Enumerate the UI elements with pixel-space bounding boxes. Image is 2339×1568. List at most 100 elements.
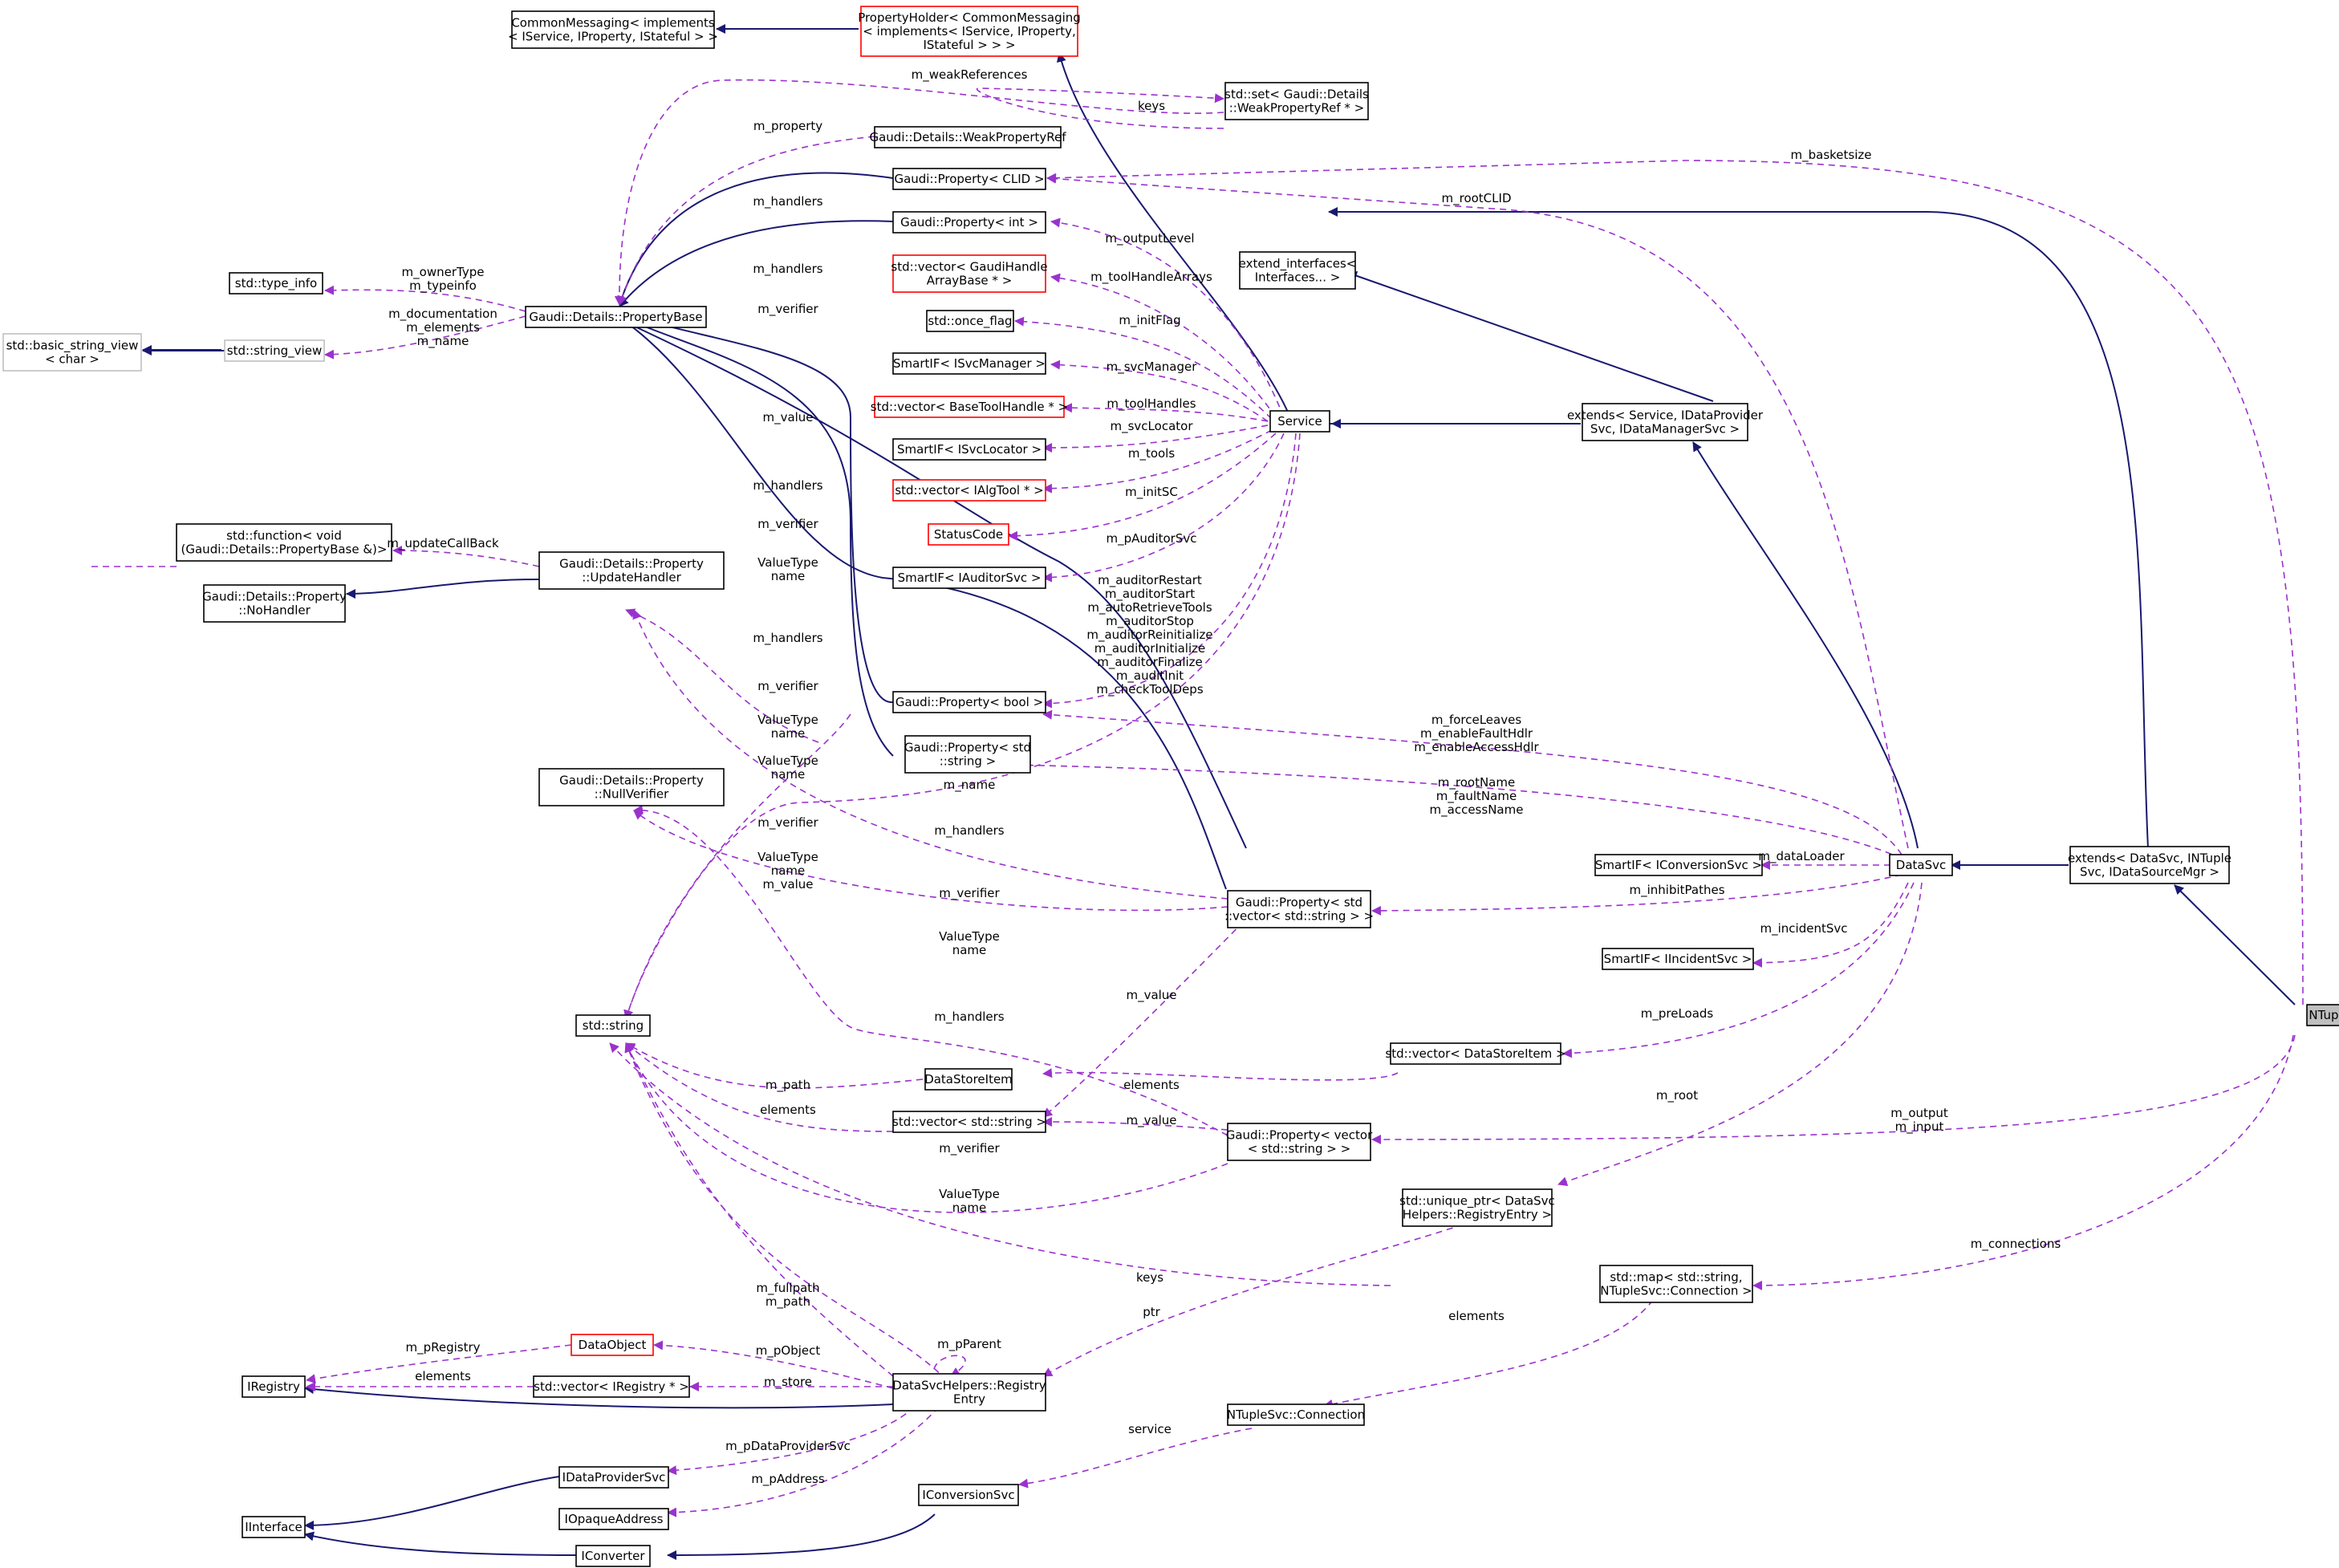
edge-label: m_outputLevel (1105, 231, 1194, 246)
class-node-prop-vec-string[interactable]: Gaudi::Property< std::vector< std::strin… (1224, 890, 1374, 928)
class-node-ntuple-svc[interactable]: NTupleSvc (2306, 1004, 2339, 1026)
node-box (924, 1068, 1013, 1091)
edge-label: m_path (765, 1078, 810, 1093)
class-node-iinterface[interactable]: IInterface (242, 1516, 306, 1538)
node-label: < IService, IProperty, IStateful > > (508, 30, 718, 44)
node-label: IConverter (581, 1549, 645, 1563)
node-box (2, 333, 142, 372)
node-label: Gaudi::Property< vector (1226, 1128, 1373, 1143)
edge-label: m_auditInit (1116, 668, 1184, 684)
edge-label: m_name (417, 334, 469, 349)
class-node-smart-svc-loc[interactable]: SmartIF< ISvcLocator > (892, 438, 1046, 461)
edge-label: m_pAuditorSvc (1107, 531, 1197, 546)
usage-edge (614, 79, 1224, 306)
class-node-prop-vector-string[interactable]: Gaudi::Property< vector< std::string > > (1226, 1123, 1373, 1161)
class-node-vec-data-store-item[interactable]: std::vector< DataStoreItem > (1385, 1042, 1566, 1065)
node-label: Gaudi::Details::PropertyBase (529, 310, 702, 324)
class-node-extend-interfaces[interactable]: extend_interfaces<Interfaces... > (1239, 251, 1357, 290)
class-node-iconversion-svc[interactable]: IConversionSvc (918, 1484, 1019, 1506)
class-node-smart-svc-mgr[interactable]: SmartIF< ISvcManager > (892, 352, 1046, 375)
class-node-basic-string-view[interactable]: std::basic_string_view< char > (2, 333, 142, 372)
class-node-prop-bool[interactable]: Gaudi::Property< bool > (892, 691, 1046, 713)
class-node-common-messaging[interactable]: CommonMessaging< implements< IService, I… (508, 10, 718, 49)
usage-edge (1046, 173, 1909, 849)
inherit-edge (619, 319, 1247, 849)
class-node-extends-service[interactable]: extends< Service, IDataProviderSvc, IDat… (1567, 403, 1764, 441)
class-node-null-verifier[interactable]: Gaudi::Details::Property::NullVerifier (538, 768, 725, 806)
edge-label: m_value (762, 410, 813, 425)
edge-label: m_initFlag (1119, 313, 1180, 328)
node-box (1224, 82, 1369, 120)
class-node-prop-string[interactable]: Gaudi::Property< std::string > (904, 735, 1031, 774)
edge-label: m_handlers (934, 1009, 1004, 1025)
edge-label: m_toolHandles (1107, 396, 1196, 412)
class-node-weak-property-ref[interactable]: Gaudi::Details::WeakPropertyRef (869, 126, 1066, 148)
node-label: NTupleSvc::Connection (1227, 1408, 1365, 1422)
usage-edge (609, 1042, 1391, 1286)
node-label: SmartIF< IAuditorSvc > (898, 571, 1042, 585)
class-node-property-holder[interactable]: PropertyHolder< CommonMessaging< impleme… (858, 6, 1081, 57)
edge-label: m_property (753, 119, 822, 134)
class-node-update-handler[interactable]: Gaudi::Details::Property::UpdateHandler (538, 551, 725, 590)
class-node-vec-base-tool-handle[interactable]: std::vector< BaseToolHandle * > (871, 396, 1068, 418)
usage-edge (1046, 160, 2304, 1005)
class-node-property-base[interactable]: Gaudi::Details::PropertyBase (525, 306, 707, 328)
edge-label: m_enableAccessHdlr (1414, 740, 1539, 755)
class-node-vec-alg-tool[interactable]: std::vector< IAlgTool * > (892, 479, 1046, 502)
class-node-iregistry[interactable]: IRegistry (242, 1375, 306, 1398)
node-label: std::unique_ptr< DataSvc (1399, 1194, 1555, 1209)
node-box (926, 310, 1014, 332)
class-node-data-object[interactable]: DataObject (571, 1334, 654, 1356)
class-node-service[interactable]: Service (1269, 410, 1330, 433)
class-node-connection[interactable]: NTupleSvc::Connection (1227, 1403, 1365, 1426)
node-box (892, 352, 1046, 375)
edge-label: keys (1136, 1270, 1163, 1285)
node-label: Gaudi::Details::Property (559, 557, 704, 571)
node-label: Gaudi::Property< std (1236, 896, 1362, 910)
edge-label: m_input (1895, 1119, 1944, 1135)
node-box (242, 1375, 306, 1398)
class-node-data-svc[interactable]: DataSvc (1889, 854, 1953, 876)
class-node-std-map[interactable]: std::map< std::string,NTupleSvc::Connect… (1599, 1265, 1753, 1303)
class-node-vec-std-string[interactable]: std::vector< std::string > (892, 1111, 1046, 1133)
edge-label: m_pDataProviderSvc (725, 1439, 851, 1454)
class-node-status-code[interactable]: StatusCode (928, 523, 1009, 546)
node-box (892, 479, 1046, 502)
class-node-type-info[interactable]: std::type_info (229, 272, 323, 295)
usage-edge (1042, 1068, 1399, 1081)
class-node-no-handler[interactable]: Gaudi::Details::Property::NoHandler (202, 584, 347, 623)
class-node-set-weak-ref[interactable]: std::set< Gaudi::Details::WeakPropertyRe… (1224, 82, 1369, 120)
class-node-iopaque-address[interactable]: IOpaqueAddress (558, 1508, 669, 1530)
node-label: Service (1277, 414, 1322, 429)
class-node-registry-entry[interactable]: DataSvcHelpers::RegistryEntry (892, 1373, 1046, 1412)
class-node-prop-int[interactable]: Gaudi::Property< int > (892, 211, 1046, 234)
class-node-vec-iregistry[interactable]: std::vector< IRegistry * > (533, 1375, 690, 1398)
class-node-unique-ptr[interactable]: std::unique_ptr< DataSvcHelpers::Registr… (1399, 1188, 1555, 1227)
class-node-data-store-item[interactable]: DataStoreItem (924, 1068, 1013, 1091)
class-node-smart-auditor[interactable]: SmartIF< IAuditorSvc > (892, 567, 1046, 589)
class-node-prop-clid[interactable]: Gaudi::Property< CLID > (892, 168, 1046, 190)
edge-label: m_basketsize (1791, 148, 1872, 163)
class-node-std-string[interactable]: std::string (575, 1014, 651, 1037)
edge-label: keys (1138, 99, 1165, 113)
node-box (525, 306, 707, 328)
usage-edge (1557, 882, 1923, 1186)
node-label: DataStoreItem (924, 1072, 1013, 1087)
class-node-smart-conv[interactable]: SmartIF< IConversionSvc > (1594, 854, 1763, 876)
node-label: (Gaudi::Details::PropertyBase &)> (181, 542, 388, 557)
usage-edge (625, 1042, 894, 1377)
node-label: DataSvcHelpers::Registry (892, 1379, 1046, 1393)
usage-edge (1050, 273, 1277, 418)
class-node-smart-incident[interactable]: SmartIF< IIncidentSvc > (1602, 948, 1754, 970)
node-label: IOpaqueAddress (565, 1512, 664, 1526)
class-node-once-flag[interactable]: std::once_flag (926, 310, 1014, 332)
class-node-string-view[interactable]: std::string_view (224, 339, 325, 362)
class-node-iconverter[interactable]: IConverter (575, 1545, 651, 1567)
class-node-idata-provider-svc[interactable]: IDataProviderSvc (558, 1466, 669, 1489)
node-box (892, 254, 1046, 293)
inherit-edge (619, 311, 894, 704)
edge-label: m_auditorStart (1105, 587, 1195, 602)
class-node-std-function[interactable]: std::function< void(Gaudi::Details::Prop… (176, 523, 392, 562)
